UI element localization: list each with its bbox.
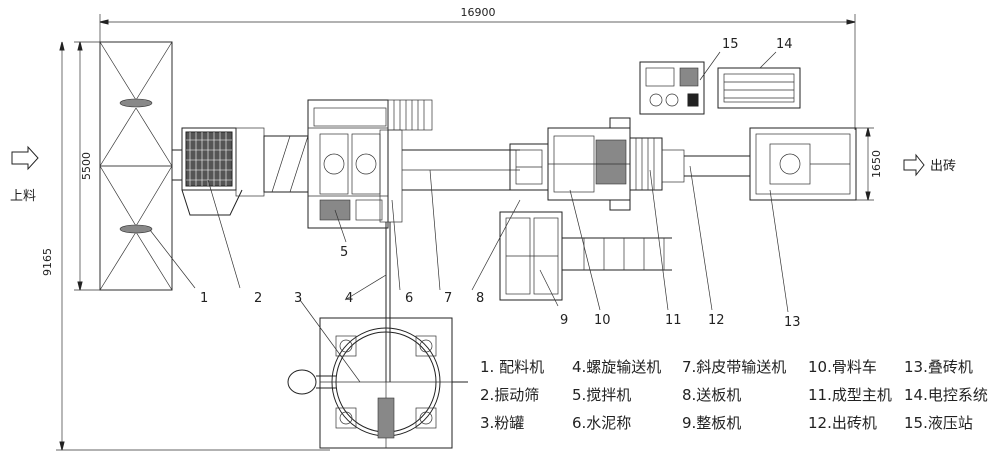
cement-scale [379,99,433,223]
mixer [307,99,389,229]
screw-conveyor [385,222,391,382]
electric-control-system [717,67,801,109]
legend-item-11: 11.成型主机 [808,386,892,404]
pallet-feeder [499,211,563,301]
callout-15: 15 [722,37,739,52]
input-flow-label: 上料 [10,189,36,204]
callout-3: 3 [294,291,302,306]
powder-silo [287,317,468,449]
callout-4: 4 [345,291,353,306]
feed-belt-to-mixer [263,135,309,193]
legend-item-5: 5.搅拌机 [572,386,631,404]
callout-10: 10 [594,313,611,328]
callout-7: 7 [444,291,452,306]
callout-5: 5 [340,245,348,260]
inclined-belt-conveyor [402,149,520,191]
legend-item-9: 9.整板机 [682,414,741,432]
legend-item-10: 10.骨料车 [808,358,877,376]
legend-item-12: 12.出砖机 [808,414,877,432]
callout-6: 6 [405,291,413,306]
legend-item-2: 2.振动筛 [480,386,539,404]
dimension-total-length: 16900 [99,6,856,130]
batching-machine [99,41,182,291]
callout-9: 9 [560,313,568,328]
pallet-arranger-conveyor [562,237,672,271]
callout-11: 11 [665,313,682,328]
callout-8: 8 [476,291,484,306]
hydraulic-pallet-block [629,137,685,191]
legend-item-15: 15.液压站 [904,414,973,432]
dimension-total-length-text: 16900 [461,6,496,19]
callout-leaders [149,51,789,383]
aggregate-car [509,143,549,191]
callout-13: 13 [784,315,801,330]
output-flow-label: 出砖 [930,159,956,174]
legend-item-4: 4.螺旋输送机 [572,358,661,376]
brick-stacker [749,127,857,201]
dimension-height-5500: 5500 [74,41,102,291]
dimension-width-1650: 1650 [856,127,883,201]
legend: 1. 配料机 2.振动筛 3.粉罐 4.螺旋输送机 5.搅拌机 6.水泥称 7.… [480,358,988,432]
callout-12: 12 [708,313,725,328]
dimension-height-9165: 9165 [41,41,330,451]
legend-item-8: 8.送板机 [682,386,741,404]
dimension-height-9165-text: 9165 [41,248,54,276]
output-flow-arrow [903,153,925,177]
callout-2: 2 [254,291,262,306]
legend-item-6: 6.水泥称 [572,414,631,432]
vibrating-screen [181,127,265,216]
brick-output-conveyor [684,155,750,177]
legend-item-3: 3.粉罐 [480,414,524,432]
dimension-height-5500-text: 5500 [80,152,93,180]
hydraulic-station [639,61,705,115]
callout-14: 14 [776,37,793,52]
legend-item-7: 7.斜皮带输送机 [682,358,786,376]
input-flow-arrow [11,145,39,171]
dimension-width-1650-text: 1650 [870,150,883,178]
legend-item-1: 1. 配料机 [480,358,544,376]
legend-item-13: 13.叠砖机 [904,358,973,376]
callout-1: 1 [200,291,208,306]
legend-item-14: 14.电控系统 [904,386,988,404]
main-forming-machine [547,117,631,211]
